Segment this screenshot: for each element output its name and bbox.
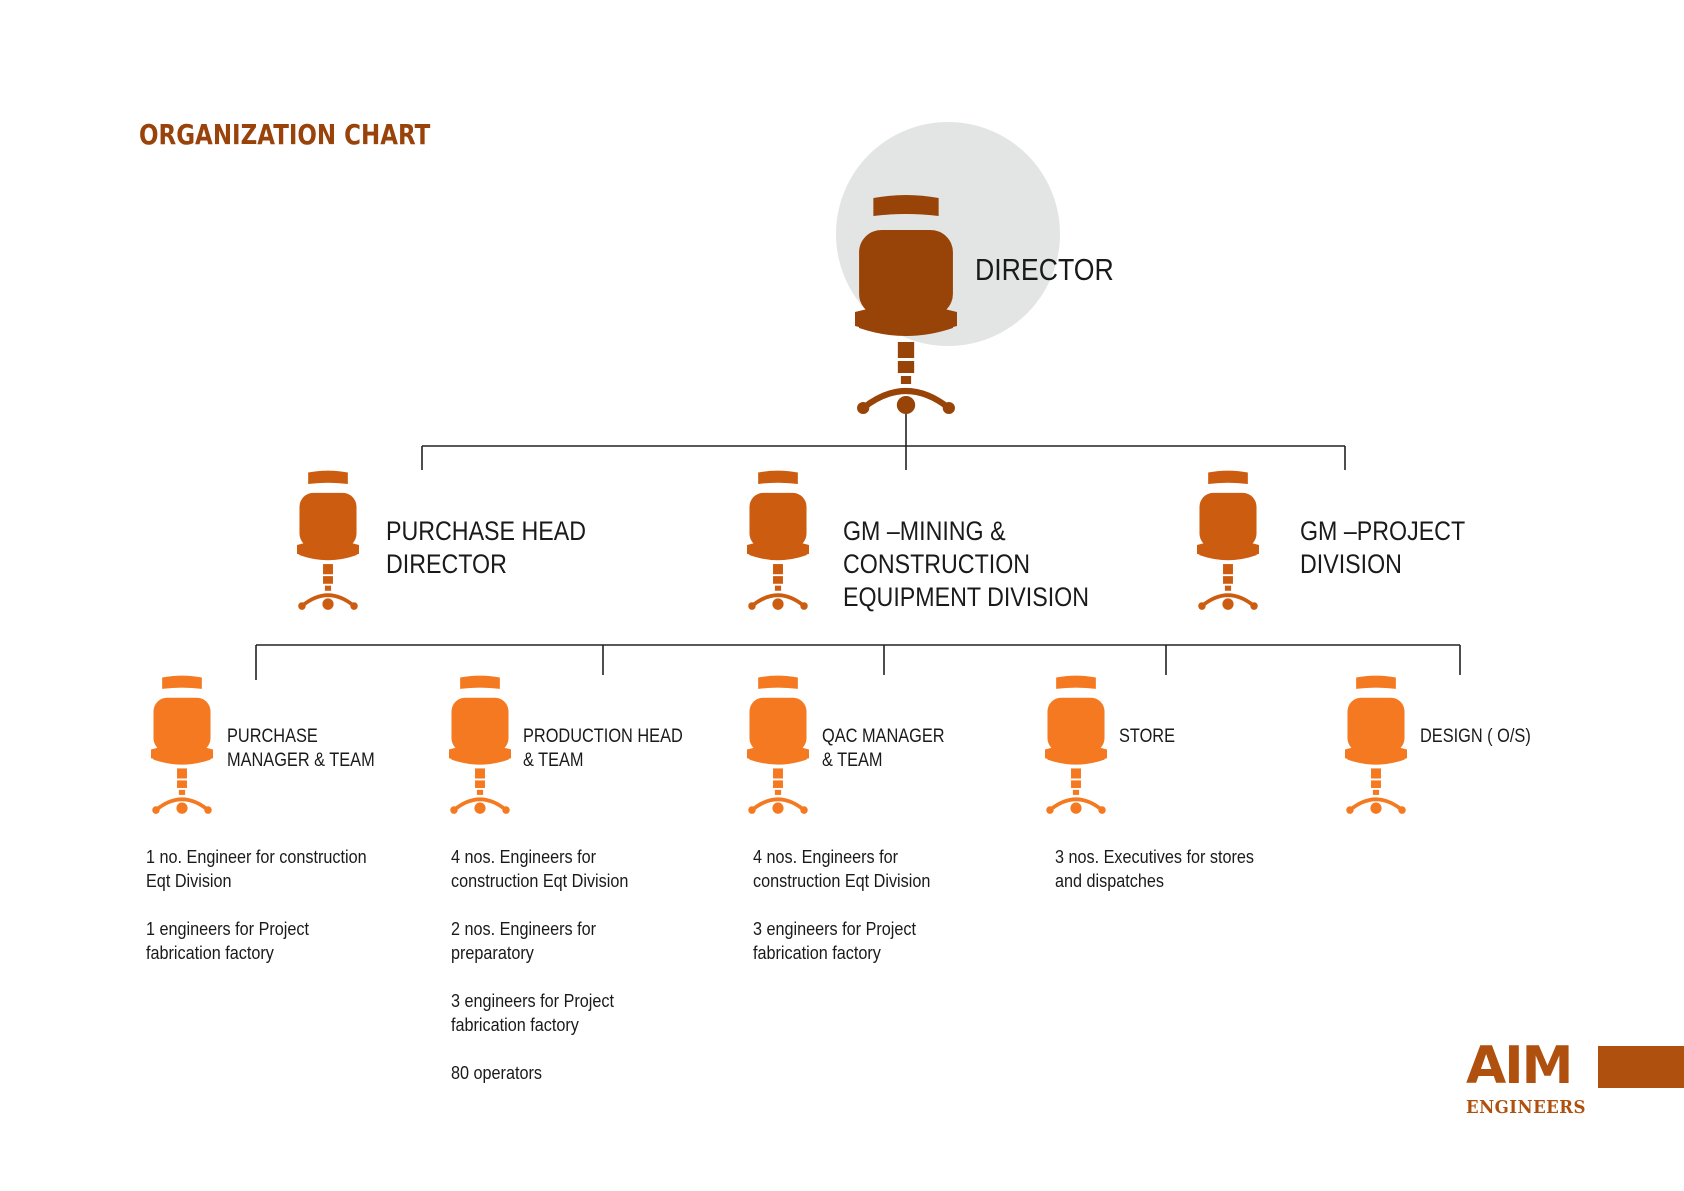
staff-note-line: 4 nos. Engineers for [753,847,898,867]
logo-subtitle: ENGINEERS [1466,1097,1586,1118]
label-line: PRODUCTION HEAD [523,726,683,747]
office-chair-glyph [747,675,809,814]
staff-note: 80 operators [451,1061,628,1085]
staff-note-line: 1 engineers for Project [146,919,309,939]
staff-note: 4 nos. Engineers for construction Eqt Div… [451,845,628,893]
staff-note-line: fabrication factory [146,943,274,963]
page-title: ORGANIZATION CHART [139,118,431,151]
purchase-manager-team-label: PURCHASE MANAGER & TEAM [227,725,375,773]
staff-note-line: Eqt Division [146,871,232,891]
label-line: PURCHASE [227,726,318,747]
office-chair-glyph [1197,470,1259,610]
store-chair-icon [1045,675,1107,817]
office-chair-glyph [449,675,511,814]
label-line: CONSTRUCTION [843,549,1031,579]
label-line: MANAGER & TEAM [227,750,375,771]
staff-note-line: 80 operators [451,1063,542,1083]
purchase-head-chair-icon [297,470,359,613]
label-line: EQUIPMENT DIVISION [843,582,1090,612]
aim-engineers-logo: AIM ENGINEERS [1466,1040,1684,1122]
production-head-chair-icon [449,675,511,817]
qac-manager-notes: 4 nos. Engineers for construction Eqt Div… [753,845,930,989]
director-chair-icon [855,194,957,419]
label-line: DIRECTOR [386,549,507,579]
staff-note-line: 3 engineers for Project [451,991,614,1011]
design-chair-icon [1345,675,1407,817]
label-line: GM –MINING & [843,516,1006,546]
staff-note: 3 nos. Executives for stores and dispatch… [1055,845,1254,893]
staff-note-line: fabrication factory [451,1015,579,1035]
store-label: STORE [1119,725,1175,749]
staff-note-line: preparatory [451,943,534,963]
director-label: DIRECTOR [975,253,1114,287]
staff-note-line: 3 nos. Executives for stores [1055,847,1254,867]
label-line: PURCHASE HEAD [386,516,586,546]
label-line: & TEAM [523,750,584,771]
staff-note-line: 2 nos. Engineers for [451,919,596,939]
staff-note-line: fabrication factory [753,943,881,963]
staff-note-line: and dispatches [1055,871,1164,891]
label-line: DIVISION [1300,549,1402,579]
office-chair-glyph [1345,675,1407,814]
staff-note: 4 nos. Engineers for construction Eqt Div… [753,845,930,893]
label-line: QAC MANAGER [822,726,945,747]
production-head-team-label: PRODUCTION HEAD & TEAM [523,725,683,773]
label-line: & TEAM [822,750,883,771]
office-chair-glyph [297,470,359,610]
office-chair-glyph [855,195,957,414]
gm-mining-chair-icon [747,470,809,613]
label-line: STORE [1119,726,1175,747]
qac-manager-team-label: QAC MANAGER & TEAM [822,725,945,773]
store-notes: 3 nos. Executives for stores and dispatch… [1055,845,1254,917]
label-line: GM –PROJECT [1300,516,1466,546]
gm-project-chair-icon [1197,470,1259,613]
staff-note-line: 1 no. Engineer for construction [146,847,367,867]
design-os-label: DESIGN ( O/S) [1420,725,1531,749]
office-chair-glyph [747,470,809,610]
staff-note-line: construction Eqt Division [753,871,931,891]
qac-manager-chair-icon [747,675,809,817]
staff-note-line: 3 engineers for Project [753,919,916,939]
staff-note-line: construction Eqt Division [451,871,629,891]
office-chair-glyph [1045,675,1107,814]
logo-accent-bar [1598,1046,1684,1088]
production-head-notes: 4 nos. Engineers for construction Eqt Div… [451,845,628,1109]
label-line: DESIGN ( O/S) [1420,726,1531,747]
purchase-manager-chair-icon [151,675,213,817]
staff-note-line: 4 nos. Engineers for [451,847,596,867]
staff-note: 2 nos. Engineers for preparatory [451,917,628,965]
office-chair-glyph [151,675,213,814]
staff-note: 3 engineers for Project fabrication facto… [451,989,628,1037]
label-line: DIRECTOR [975,252,1114,287]
staff-note: 3 engineers for Project fabrication facto… [753,917,930,965]
logo-wordmark: AIM [1466,1036,1573,1096]
staff-note: 1 engineers for Project fabrication facto… [146,917,367,965]
